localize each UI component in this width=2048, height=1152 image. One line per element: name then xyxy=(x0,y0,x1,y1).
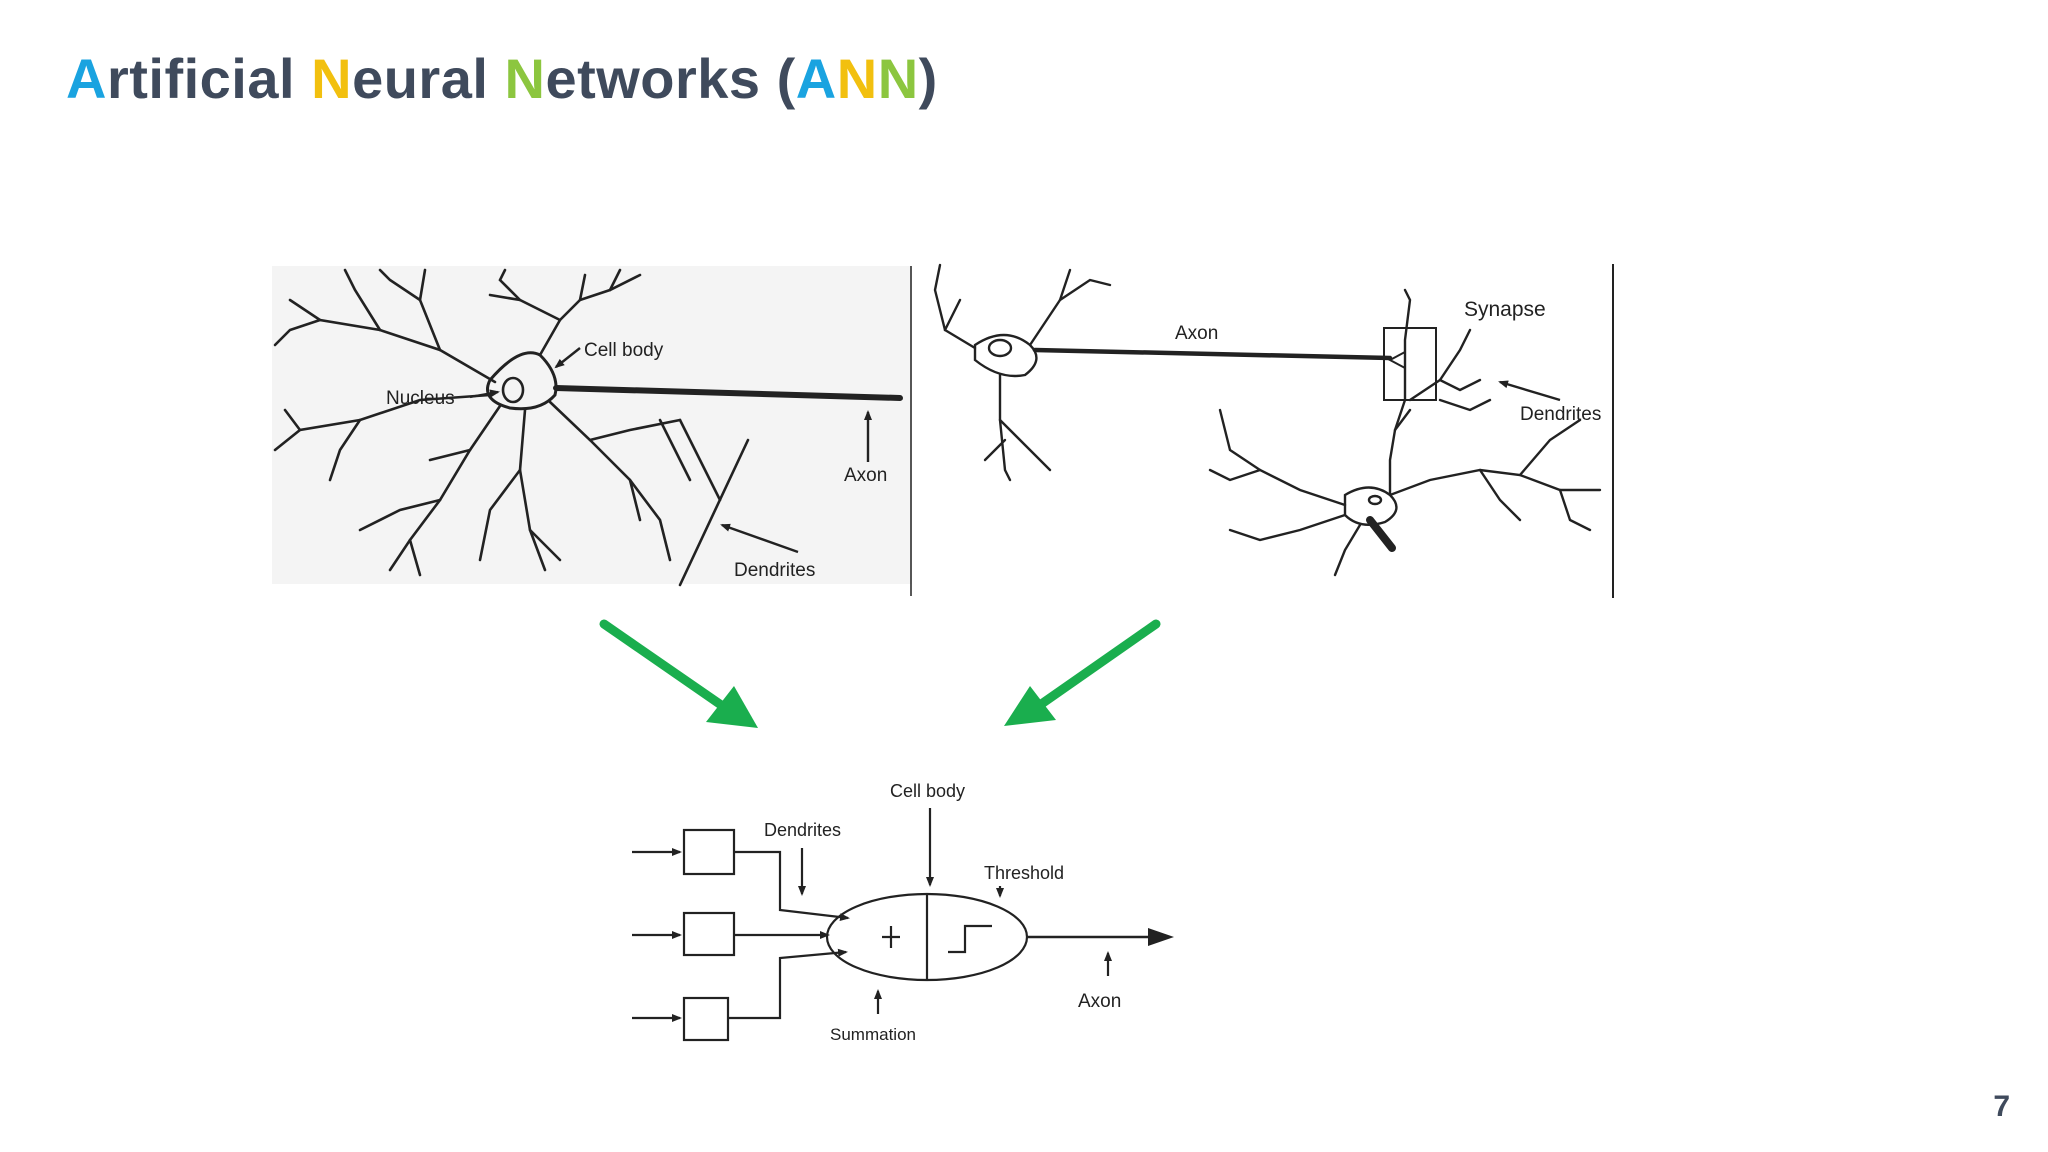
right-neuron-labels: Axon Synapse Dendrites xyxy=(1175,298,1601,425)
label-axon: Axon xyxy=(844,465,887,486)
artificial-neuron xyxy=(632,808,1174,1042)
axon-line xyxy=(553,385,903,401)
label-axon: Axon xyxy=(1175,323,1218,344)
arrowhead-green-left xyxy=(706,686,758,728)
title-segment: eural xyxy=(352,47,505,110)
label-synapse: Synapse xyxy=(1464,298,1546,321)
title-segment: ) xyxy=(918,47,938,110)
title-segment: N xyxy=(836,47,878,110)
slide-title: Artificial Neural Networks (ANN) xyxy=(66,46,938,111)
label-nucleus: Nucleus xyxy=(386,388,455,409)
arrow-green-right xyxy=(1035,619,1161,710)
title-segment: rtificial xyxy=(106,47,312,110)
label-threshold: Threshold xyxy=(984,863,1064,883)
title-segment: etworks ( xyxy=(545,47,796,110)
title-segment: N xyxy=(311,47,353,110)
title-segment: A xyxy=(795,47,837,110)
label-dendrites: Dendrites xyxy=(764,820,841,840)
artificial-neuron-labels: Cell body Dendrites Threshold Axon Summa… xyxy=(764,781,1121,1044)
title-segment: N xyxy=(877,47,919,110)
biological-neuron-right xyxy=(933,263,1602,577)
arrowhead-green-right xyxy=(1004,686,1056,726)
label-dendrites: Dendrites xyxy=(1520,404,1601,425)
label-cell-body: Cell body xyxy=(890,781,965,801)
label-cell-body: Cell body xyxy=(584,340,664,361)
left-neuron-labels: Cell body Nucleus Axon Dendrites xyxy=(386,340,887,581)
title-segment: N xyxy=(504,47,546,110)
label-dendrites: Dendrites xyxy=(734,560,815,581)
nucleus-shape xyxy=(501,376,525,404)
biological-neuron-left xyxy=(272,266,912,587)
arrow-green-left xyxy=(599,619,729,712)
page-number: 7 xyxy=(1993,1090,2010,1123)
label-axon: Axon xyxy=(1078,991,1121,1012)
title-segment: A xyxy=(66,47,107,110)
label-summation: Summation xyxy=(830,1025,916,1044)
green-arrows xyxy=(599,619,1161,728)
